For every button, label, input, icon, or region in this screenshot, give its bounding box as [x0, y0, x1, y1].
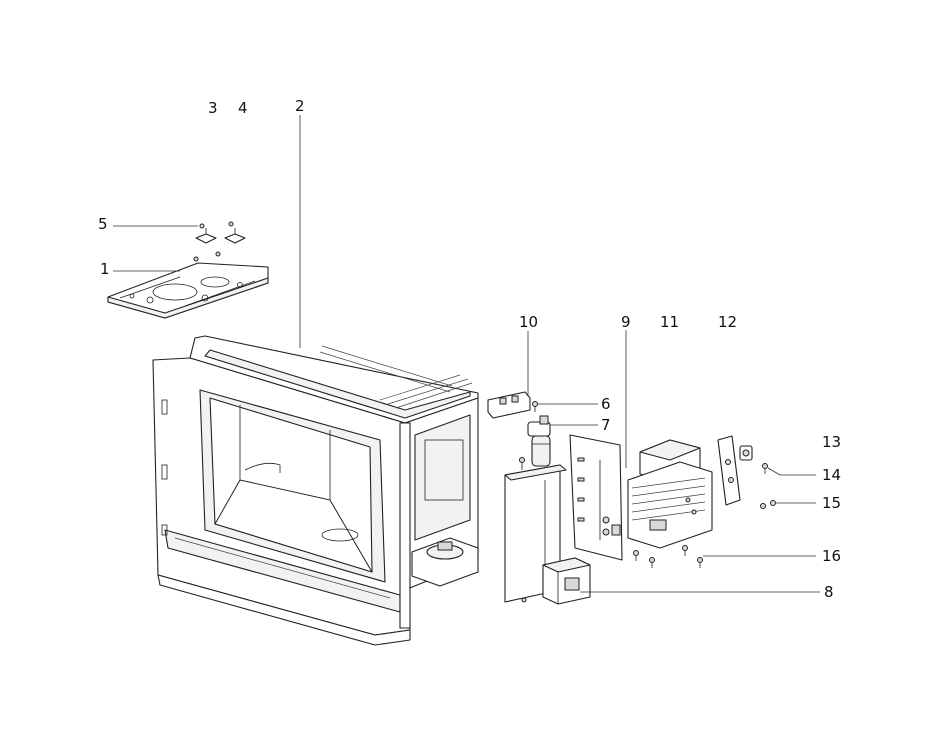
callout-6: 6: [601, 395, 611, 413]
thermostat-part-13: [739, 445, 753, 461]
top-cover-plate: [107, 262, 269, 319]
callout-9: 9: [621, 313, 631, 331]
clip-part-5-right: [224, 228, 246, 244]
callout-15: 15: [822, 494, 841, 512]
callout-1: 1: [100, 260, 110, 278]
callout-8: 8: [824, 583, 834, 601]
high-voltage-transformer: [542, 557, 591, 605]
mounting-plate-part-9: [569, 434, 623, 561]
callout-13: 13: [822, 433, 841, 451]
callout-11: 11: [660, 313, 679, 331]
callout-7: 7: [601, 416, 611, 434]
holder-part-7: [527, 415, 551, 437]
callout-14: 14: [822, 466, 841, 484]
callout-10: 10: [519, 313, 538, 331]
callout-4: 4: [238, 99, 248, 117]
bracket-part-10: [487, 391, 531, 419]
leader-lines: [113, 115, 820, 593]
screw-part-5: [193, 221, 234, 262]
callout-3: 3: [208, 99, 218, 117]
screw-part-6: [532, 401, 538, 412]
screw-part-15: [760, 500, 776, 509]
callout-2: 2: [295, 97, 305, 115]
bracket-part-12: [717, 435, 741, 506]
clip-part-5-left: [195, 228, 217, 244]
callout-12: 12: [718, 313, 737, 331]
screw-part-14: [762, 463, 768, 474]
callout-16: 16: [822, 547, 841, 565]
turntable-motor-assembly: [411, 537, 479, 587]
oven-cavity-chassis: [152, 335, 479, 646]
capacitor: [531, 435, 551, 467]
callout-5: 5: [98, 215, 108, 233]
screw-part-16: [633, 545, 703, 568]
magnetron-part-11: [627, 439, 713, 549]
